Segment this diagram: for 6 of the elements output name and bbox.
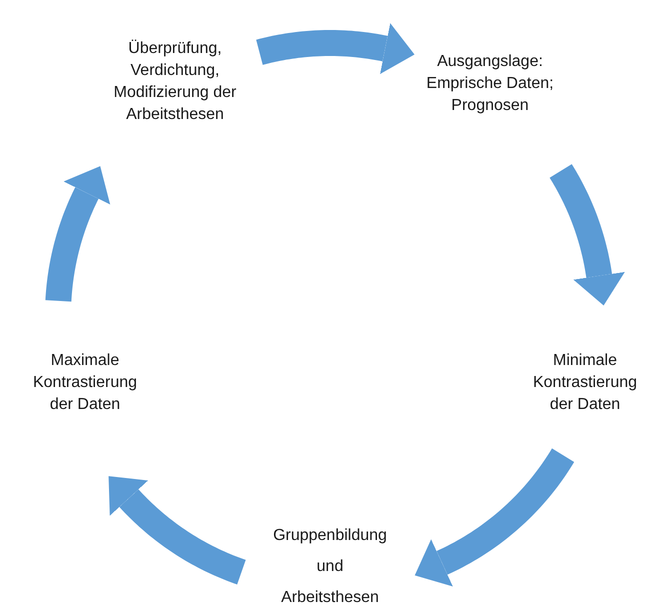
- step-label: Gruppenbildung und Arbeitsthesen: [266, 520, 394, 610]
- step-label: Ausgangslage: Emprische Daten; Prognosen: [410, 51, 570, 117]
- step-label: Überprüfung, Verdichtung, Modifizierung der Arbeitsthesen: [88, 38, 262, 126]
- step-label: Minimale Kontrastierung der Daten: [520, 350, 649, 416]
- cycle-arrow: [414, 446, 574, 586]
- step-label: Maximale Kontrastierung der Daten: [20, 350, 150, 416]
